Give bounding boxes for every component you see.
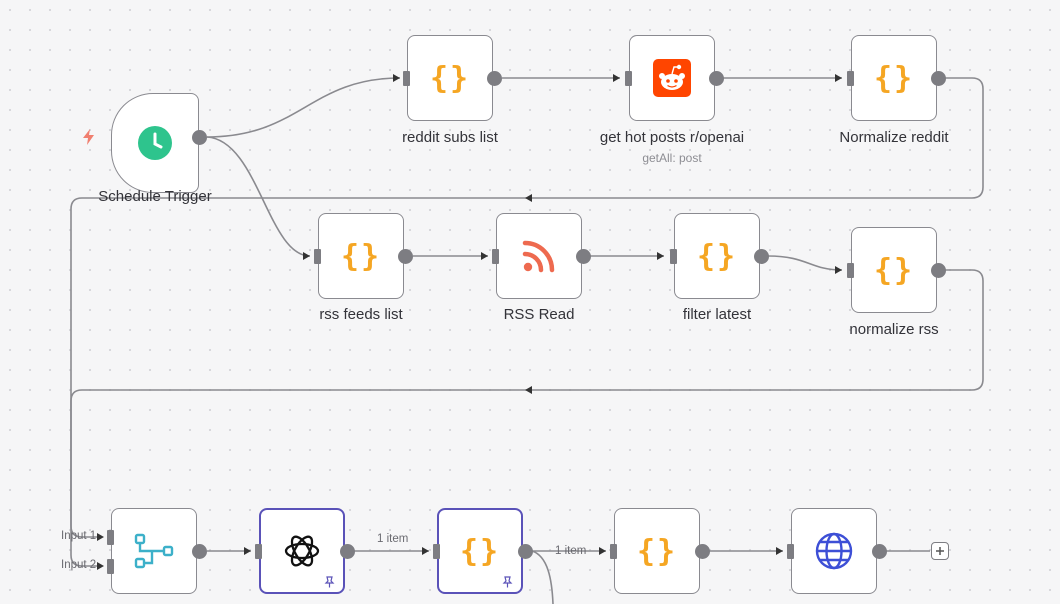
arrow-rss-read	[481, 252, 488, 260]
openai-code-item-count: 1 item	[377, 533, 409, 545]
code-node[interactable]: {}	[614, 508, 700, 594]
rss-feeds-list-input[interactable]	[314, 249, 321, 264]
add-node-button[interactable]	[931, 542, 949, 560]
merge-input-2[interactable]	[107, 559, 114, 574]
merge-node[interactable]	[111, 508, 197, 594]
arrow-openai	[244, 547, 251, 555]
code-braces-icon: {}	[429, 60, 471, 96]
normalize-reddit-node[interactable]: {}	[851, 35, 937, 121]
code-braces-icon: {}	[636, 533, 678, 569]
arrow-normalize-rss	[835, 266, 842, 274]
normalize-rss-output[interactable]	[931, 263, 946, 278]
normalize-rss-input[interactable]	[847, 263, 854, 278]
reddit-subs-list-output[interactable]	[487, 71, 502, 86]
merge-input2-label: Input 2	[61, 559, 97, 571]
arrow-code1	[422, 547, 429, 555]
filter-latest-label: filter latest	[682, 306, 752, 323]
arrow-http	[776, 547, 783, 555]
code-node-pinned-input[interactable]	[433, 544, 440, 559]
openai-node[interactable]	[259, 508, 345, 594]
get-hot-posts-subtitle: getAll: post	[642, 151, 702, 165]
normalize-reddit-label: Normalize reddit	[839, 129, 949, 146]
schedule-trigger-label: Schedule Trigger	[98, 188, 212, 205]
arrow-filter	[657, 252, 664, 260]
rss-read-input[interactable]	[492, 249, 499, 264]
merge-icon	[134, 533, 174, 569]
normalize-reddit-input[interactable]	[847, 71, 854, 86]
reddit-subs-list-label: reddit subs list	[402, 129, 498, 146]
normalize-rss-node[interactable]: {}	[851, 227, 937, 313]
arrow-rss-feeds	[303, 252, 310, 260]
rss-feeds-list-node[interactable]: {}	[318, 213, 404, 299]
arrow-normalize-reddit	[835, 74, 842, 82]
reddit-subs-list-input[interactable]	[403, 71, 410, 86]
code-braces-icon: {}	[873, 252, 915, 288]
filter-latest-node[interactable]: {}	[674, 213, 760, 299]
arrow-rss-loop	[525, 386, 532, 394]
rss-icon	[522, 240, 555, 273]
merge-input1-label: Input 1	[61, 530, 97, 542]
rss-read-label: RSS Read	[503, 306, 575, 323]
get-hot-posts-node[interactable]	[629, 35, 715, 121]
code-braces-icon: {}	[696, 238, 738, 274]
http-request-input[interactable]	[787, 544, 794, 559]
get-hot-posts-input[interactable]	[625, 71, 632, 86]
code-code-item-count: 1 item	[555, 545, 587, 557]
globe-icon	[815, 532, 853, 570]
schedule-trigger-node[interactable]	[111, 93, 199, 193]
http-request-output[interactable]	[872, 544, 887, 559]
arrow-trigger-reddit	[393, 74, 400, 82]
rss-read-node[interactable]	[496, 213, 582, 299]
plus-icon	[936, 547, 944, 555]
rss-feeds-list-output[interactable]	[398, 249, 413, 264]
pin-icon	[502, 576, 513, 588]
merge-output[interactable]	[192, 544, 207, 559]
merge-input-1[interactable]	[107, 530, 114, 545]
lightning-bolt-icon	[83, 129, 94, 145]
arrow-reddit-loop	[525, 194, 532, 202]
edge-filter-normalize-rss	[767, 255, 843, 271]
clock-icon	[138, 126, 172, 160]
pin-icon	[324, 576, 335, 588]
get-hot-posts-label: get hot posts r/openai	[599, 129, 745, 146]
arrow-code2	[599, 547, 606, 555]
normalize-rss-label: normalize rss	[849, 321, 939, 338]
code-braces-icon: {}	[340, 238, 382, 274]
openai-icon	[284, 535, 320, 567]
code-node-pinned-output[interactable]	[518, 544, 533, 559]
filter-latest-input[interactable]	[670, 249, 677, 264]
code-node-pinned[interactable]: {}	[437, 508, 523, 594]
reddit-subs-list-node[interactable]: {}	[407, 35, 493, 121]
schedule-trigger-output[interactable]	[192, 130, 207, 145]
code-braces-icon: {}	[873, 60, 915, 96]
code-node-output[interactable]	[695, 544, 710, 559]
code-braces-icon: {}	[459, 533, 501, 569]
openai-output[interactable]	[340, 544, 355, 559]
arrow-hot-posts	[613, 74, 620, 82]
rss-feeds-list-label: rss feeds list	[319, 306, 403, 323]
filter-latest-output[interactable]	[754, 249, 769, 264]
code-node-input[interactable]	[610, 544, 617, 559]
openai-input[interactable]	[255, 544, 262, 559]
reddit-icon	[653, 59, 691, 97]
normalize-reddit-output[interactable]	[931, 71, 946, 86]
get-hot-posts-output[interactable]	[709, 71, 724, 86]
http-request-node[interactable]	[791, 508, 877, 594]
edge-code-down	[531, 550, 554, 604]
arrow-input1	[97, 533, 104, 541]
arrow-input2	[97, 562, 104, 570]
rss-read-output[interactable]	[576, 249, 591, 264]
